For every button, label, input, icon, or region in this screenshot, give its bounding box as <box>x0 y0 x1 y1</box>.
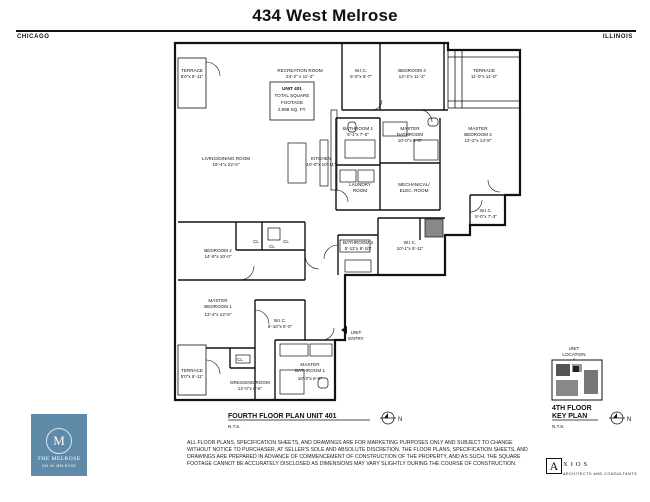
city-label: CHICAGO <box>17 34 50 40</box>
page-title: 434 West Melrose <box>252 6 398 25</box>
room-wic-top: W.I.C. <box>355 68 368 73</box>
room-master-bed1-dims: 13'-4"x 12'-0" <box>205 312 232 317</box>
entry-arrow-icon <box>341 326 347 334</box>
axios-logo-name: XIOS <box>563 461 591 468</box>
room-dressing-dims: 12'-0"x 6'-5" <box>238 386 263 391</box>
room-dressing: DRESSING ROOM <box>230 380 270 385</box>
key-plan-title2: KEY PLAN <box>552 413 587 420</box>
interior-walls <box>178 43 505 400</box>
room-terrace-nw: TERRACE <box>181 68 203 73</box>
room-bath1: BATHROOM 1 <box>343 126 373 131</box>
room-wic-bed1-dims: 6'-10"x 6'-0" <box>268 324 293 329</box>
logo-name: THE MELROSE <box>37 456 81 462</box>
melrose-logo: M THE MELROSE 434 W. MELROSE <box>31 414 87 476</box>
room-terrace-nw-dims: 5'0"x 6'-11" <box>181 74 204 79</box>
room-terrace-sw-dims: 5'0"x 6'-11" <box>181 374 204 379</box>
key-plan: UNIT LOCATION 4TH FLOOR KEY PLAN N.T.S. … <box>551 346 631 429</box>
closet-label-2: CL <box>283 239 289 244</box>
plan-title: FOURTH FLOOR PLAN UNIT 401 <box>228 413 337 420</box>
room-recreation: RECREATION ROOM <box>277 68 323 73</box>
room-bedroom4-dims: 12'-4"x 11'-2" <box>399 74 426 79</box>
room-bedroom2-dims: 14'-9"x 10'-0" <box>205 254 232 259</box>
key-plan-scale: N.T.S. <box>552 424 565 429</box>
terraces <box>177 49 521 396</box>
room-wic-mid-dims: 10'-1"x 6'-11" <box>397 246 424 251</box>
room-master-bath1-2: BATHROOM 1 <box>295 368 325 373</box>
logo-sub: 434 W. MELROSE <box>41 464 77 468</box>
title-rule <box>16 30 636 32</box>
unit-info-box <box>269 81 315 121</box>
plan-scale: N.T.S. <box>228 424 241 429</box>
room-master-bath-dims: 10'-0"x 8'-0" <box>398 138 423 143</box>
room-wic-mid: W.I.C. <box>404 240 417 245</box>
unit-entry-line1: UNIT <box>351 330 362 335</box>
room-wic-right: W.I.C. <box>480 208 493 213</box>
room-mech: MECHANICAL/ <box>398 182 430 187</box>
room-terrace-ne-dims: 11'-0"x 11'-0" <box>471 74 498 79</box>
room-terrace-ne: TERRACE <box>473 68 495 73</box>
room-master-bath-2: BATHROOM <box>397 132 423 137</box>
room-master-bed1-2: BEDROOM 1 <box>204 304 232 309</box>
room-kitchen: KITCHEN <box>311 156 331 161</box>
room-master-bed2: MASTER <box>468 126 488 131</box>
closet-label-4: CL <box>237 357 243 362</box>
room-laundry-2: ROOM <box>353 188 367 193</box>
room-laundry: LAUNDRY <box>349 182 371 187</box>
north-arrow-icon: N <box>380 411 402 425</box>
room-bath2: BATHROOM 2 <box>343 240 373 245</box>
axios-logo-icon: A <box>546 458 562 474</box>
axios-logo-sub: ARCHITECTS AND CONSULTANTS <box>563 472 638 476</box>
room-master-bath: MASTER <box>400 126 420 131</box>
room-living-dims: 19'-4"x 22'-0" <box>213 162 240 167</box>
room-master-bed1: MASTER <box>208 298 228 303</box>
unit-number: UNIT 401 <box>282 86 302 91</box>
room-bath2-dims: 5'-11"x 8'-10" <box>345 246 372 251</box>
room-labels: UNIT 401 TOTAL SQUARE FOOTAGE 2,999 SQ. … <box>181 68 498 391</box>
fixtures <box>235 109 444 395</box>
key-plan-title1: 4TH FLOOR <box>552 405 592 412</box>
key-plan-north-label: N <box>627 417 631 423</box>
room-bedroom2: BEDROOM 2 <box>204 248 232 253</box>
room-terrace-sw: TERRACE <box>181 368 203 373</box>
room-wic-right-dims: 5'-0"x 7'-3" <box>475 214 497 219</box>
room-wic-top-dims: 5'-0"x 6'-7" <box>350 74 372 79</box>
room-master-bath1-dims: 10'-3"x 8'-0" <box>298 376 323 381</box>
unit-area-line2: FOOTAGE <box>281 100 303 105</box>
room-mech-2: ELEC. ROOM <box>400 188 429 193</box>
disclaimer-text: ALL FLOOR PLANS, SPECIFICATION SHEETS, A… <box>187 440 528 467</box>
unit-area-line1: TOTAL SQUARE <box>275 93 310 98</box>
north-label: N <box>398 417 402 423</box>
room-recreation-dims: 24'-2" x 11'-2" <box>286 74 314 79</box>
room-bedroom4: BEDROOM 4 <box>398 68 426 73</box>
room-living: LIVING/DINING ROOM <box>202 156 250 161</box>
state-label: ILLINOIS <box>602 34 633 40</box>
unit-entry-line2: ENTRY <box>348 336 364 341</box>
room-master-bed2-dims: 12'-2"x 14'-8" <box>465 138 492 143</box>
key-plan-unit-loc2: LOCATION <box>562 352 585 357</box>
room-master-bath1: MASTER <box>300 362 320 367</box>
logo-seal-icon: M <box>46 428 72 454</box>
unit-area-value: 2,999 SQ. FT. <box>278 107 306 112</box>
room-kitchen-dims: 10'-0"x 10'-11" <box>306 162 336 167</box>
door-swings <box>205 61 501 375</box>
closet-label-3: CL <box>269 244 275 249</box>
closet-label-1: CL <box>253 239 259 244</box>
key-plan-unit-loc1: UNIT <box>569 346 580 351</box>
room-wic-bed1: W.I.C. <box>274 318 287 323</box>
room-bath1-dims: 6'-1"x 7'-0" <box>347 132 369 137</box>
room-master-bed2-2: BEDROOM 2 <box>464 132 492 137</box>
